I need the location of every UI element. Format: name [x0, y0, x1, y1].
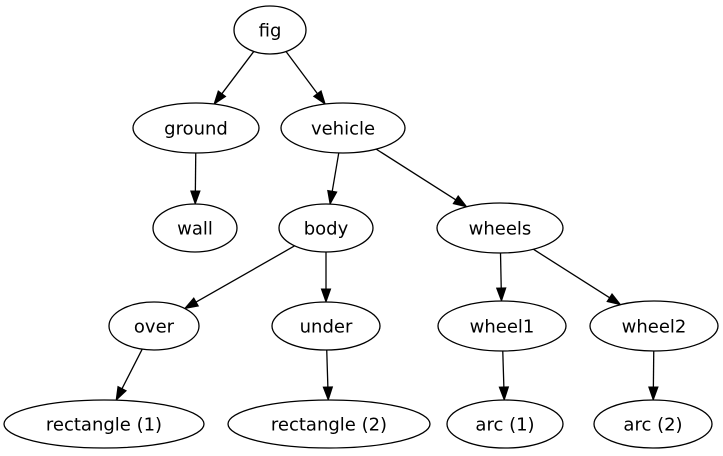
edge-wheels-wheel2: [532, 248, 622, 306]
arrowhead-icon: [115, 385, 128, 402]
node-wheels-label: wheels: [469, 219, 532, 240]
edge-over-rectangle1: [115, 348, 143, 402]
edge-line-wheel1-arc1: [502, 350, 505, 388]
arrowhead-icon: [648, 386, 659, 402]
node-over: over: [108, 301, 200, 351]
node-body-label: body: [304, 219, 349, 240]
node-wheel2-label: wheel2: [622, 317, 687, 338]
arrowhead-icon: [190, 190, 201, 206]
arrowhead-icon: [322, 386, 334, 402]
arrowhead-icon: [312, 90, 327, 106]
node-arc2-label: arc (2): [623, 415, 682, 436]
node-ground-ellipse: [132, 102, 260, 154]
edge-line-over-rectangle1: [121, 348, 143, 389]
edge-wheels-wheel1: [495, 252, 507, 303]
node-body-ellipse: [278, 203, 374, 253]
node-rectangle1-ellipse: [3, 399, 205, 449]
edge-vehicle-body: [327, 152, 340, 206]
node-under-label: under: [300, 317, 353, 338]
edge-line-vehicle-wheels: [375, 148, 457, 201]
node-wall: wall: [152, 203, 238, 253]
edge-fig-vehicle: [285, 51, 327, 106]
node-under-ellipse: [271, 301, 381, 351]
node-rectangle2: rectangle (2): [227, 399, 431, 449]
node-arc1-label: arc (1): [475, 415, 534, 436]
node-wheel1-label: wheel1: [470, 317, 535, 338]
node-fig-ellipse: [233, 5, 307, 55]
arrowhead-icon: [495, 287, 507, 303]
edges-layer: [115, 51, 659, 402]
edge-line-wheels-wheel2: [532, 248, 610, 299]
node-rectangle1: rectangle (1): [3, 399, 205, 449]
edge-line-fig-ground: [221, 51, 255, 95]
node-wheel1: wheel1: [437, 300, 567, 352]
node-wheels: wheels: [436, 202, 564, 254]
node-wheels-ellipse: [436, 202, 564, 254]
edge-wheel1-arc1: [498, 350, 510, 402]
node-wheel2: wheel2: [589, 300, 719, 352]
edge-body-over: [183, 245, 295, 310]
node-arc1: arc (1): [446, 399, 564, 449]
node-vehicle-ellipse: [280, 102, 406, 154]
node-arc2: arc (2): [593, 399, 713, 449]
node-wheel2-ellipse: [589, 300, 719, 352]
arrowhead-icon: [183, 297, 200, 310]
arrowhead-icon: [452, 195, 468, 208]
edge-ground-wall: [190, 152, 201, 206]
node-wheel1-ellipse: [437, 300, 567, 352]
node-arc1-ellipse: [446, 399, 564, 449]
edge-line-body-over: [195, 245, 295, 303]
edge-line-fig-vehicle: [285, 51, 318, 95]
node-body: body: [278, 203, 374, 253]
arrowhead-icon: [498, 386, 510, 402]
edge-fig-ground: [213, 51, 255, 106]
arrowhead-icon: [606, 292, 622, 306]
node-over-ellipse: [108, 301, 200, 351]
node-rectangle2-ellipse: [227, 399, 431, 449]
node-ground: ground: [132, 102, 260, 154]
edge-line-vehicle-body: [331, 152, 340, 192]
node-under: under: [271, 301, 381, 351]
edge-vehicle-wheels: [375, 148, 468, 208]
node-fig-label: fig: [259, 21, 282, 42]
node-wall-label: wall: [177, 219, 213, 240]
node-rectangle1-label: rectangle (1): [46, 415, 162, 436]
node-fig: fig: [233, 5, 307, 55]
edge-under-rectangle2: [322, 349, 334, 402]
edge-line-under-rectangle2: [326, 349, 329, 388]
node-rectangle2-label: rectangle (2): [271, 415, 387, 436]
node-vehicle-label: vehicle: [311, 119, 375, 140]
node-arc2-ellipse: [593, 399, 713, 449]
node-vehicle: vehicle: [280, 102, 406, 154]
nodes-layer: fig ground vehicle wall body wheels over under w…: [3, 5, 719, 449]
arrowhead-icon: [327, 189, 338, 206]
arrowhead-icon: [213, 90, 227, 106]
arrowhead-icon: [320, 288, 332, 304]
edge-wheel2-arc2: [648, 350, 659, 402]
node-over-label: over: [134, 317, 175, 338]
node-ground-label: ground: [164, 119, 228, 140]
node-wall-ellipse: [152, 203, 238, 253]
edge-line-wheels-wheel1: [499, 252, 502, 289]
edge-body-under: [320, 252, 332, 304]
